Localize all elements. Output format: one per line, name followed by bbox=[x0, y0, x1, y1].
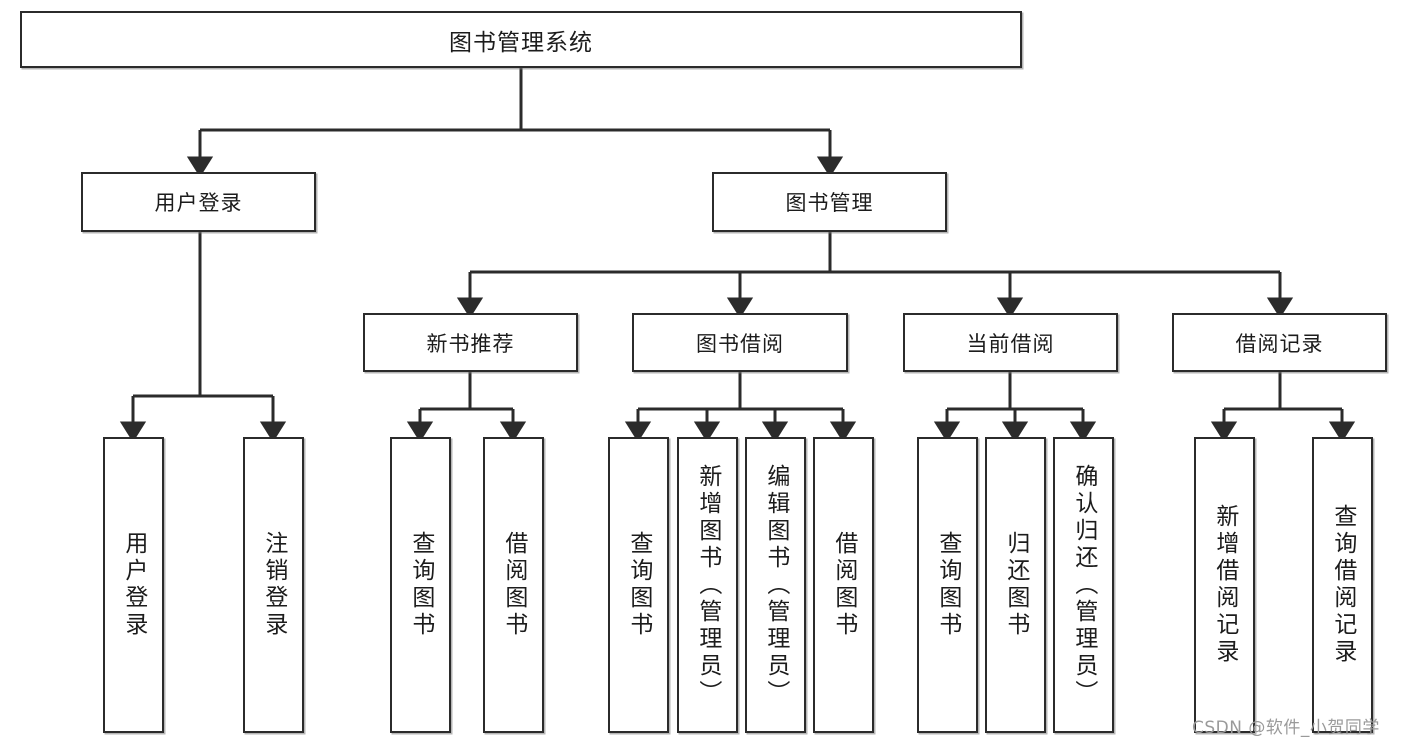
node-leaf-return-book[interactable]: 归还图书 bbox=[985, 437, 1046, 733]
node-leaf-borrow-book-2[interactable]: 借阅图书 bbox=[813, 437, 874, 733]
node-leaf-query-book-1[interactable]: 查询图书 bbox=[390, 437, 451, 733]
node-user-login-label: 用户登录 bbox=[154, 191, 243, 215]
node-book-management[interactable]: 图书管理 bbox=[712, 172, 947, 232]
node-leaf-add-borrow-record-label: 新增借阅记录 bbox=[1211, 504, 1238, 666]
node-leaf-return-book-label: 归还图书 bbox=[1002, 531, 1029, 639]
node-user-login[interactable]: 用户登录 bbox=[81, 172, 316, 232]
node-leaf-query-book-3[interactable]: 查询图书 bbox=[917, 437, 978, 733]
node-leaf-confirm-return-admin[interactable]: 确认归还（管理员） bbox=[1053, 437, 1114, 733]
node-leaf-query-borrow-record-label: 查询借阅记录 bbox=[1329, 504, 1356, 666]
node-leaf-edit-book-admin[interactable]: 编辑图书（管理员） bbox=[745, 437, 806, 733]
node-new-book-recommend-label: 新书推荐 bbox=[426, 331, 515, 356]
node-root[interactable]: 图书管理系统 bbox=[20, 11, 1022, 68]
node-leaf-query-book-3-label: 查询图书 bbox=[934, 531, 961, 639]
node-new-book-recommend[interactable]: 新书推荐 bbox=[363, 313, 578, 372]
node-leaf-query-book-2-label: 查询图书 bbox=[625, 531, 652, 639]
node-leaf-borrow-book-1-label: 借阅图书 bbox=[500, 531, 527, 639]
node-current-borrow[interactable]: 当前借阅 bbox=[903, 313, 1118, 372]
node-leaf-borrow-book-2-label: 借阅图书 bbox=[830, 531, 857, 639]
node-leaf-user-login-label: 用户登录 bbox=[120, 531, 147, 639]
node-root-label: 图书管理系统 bbox=[449, 29, 593, 56]
node-borrow-records-label: 借阅记录 bbox=[1235, 331, 1324, 356]
node-leaf-add-book-admin-label: 新增图书（管理员） bbox=[694, 463, 721, 707]
node-leaf-confirm-return-admin-label: 确认归还（管理员） bbox=[1070, 463, 1097, 707]
node-leaf-logout-login[interactable]: 注销登录 bbox=[243, 437, 304, 733]
node-leaf-query-borrow-record[interactable]: 查询借阅记录 bbox=[1312, 437, 1373, 733]
node-leaf-logout-login-label: 注销登录 bbox=[260, 531, 287, 639]
node-leaf-borrow-book-1[interactable]: 借阅图书 bbox=[483, 437, 544, 733]
node-leaf-user-login[interactable]: 用户登录 bbox=[103, 437, 164, 733]
node-leaf-query-book-1-label: 查询图书 bbox=[407, 531, 434, 639]
node-leaf-add-borrow-record[interactable]: 新增借阅记录 bbox=[1194, 437, 1255, 733]
node-book-borrow-label: 图书借阅 bbox=[696, 331, 784, 356]
node-leaf-edit-book-admin-label: 编辑图书（管理员） bbox=[762, 463, 789, 707]
node-book-management-label: 图书管理 bbox=[785, 191, 874, 215]
node-leaf-query-book-2[interactable]: 查询图书 bbox=[608, 437, 669, 733]
node-borrow-records[interactable]: 借阅记录 bbox=[1172, 313, 1387, 372]
watermark-text: CSDN @软件_小贺同学 bbox=[1192, 718, 1380, 738]
node-current-borrow-label: 当前借阅 bbox=[966, 331, 1055, 356]
node-leaf-add-book-admin[interactable]: 新增图书（管理员） bbox=[677, 437, 738, 733]
node-book-borrow[interactable]: 图书借阅 bbox=[632, 313, 848, 372]
